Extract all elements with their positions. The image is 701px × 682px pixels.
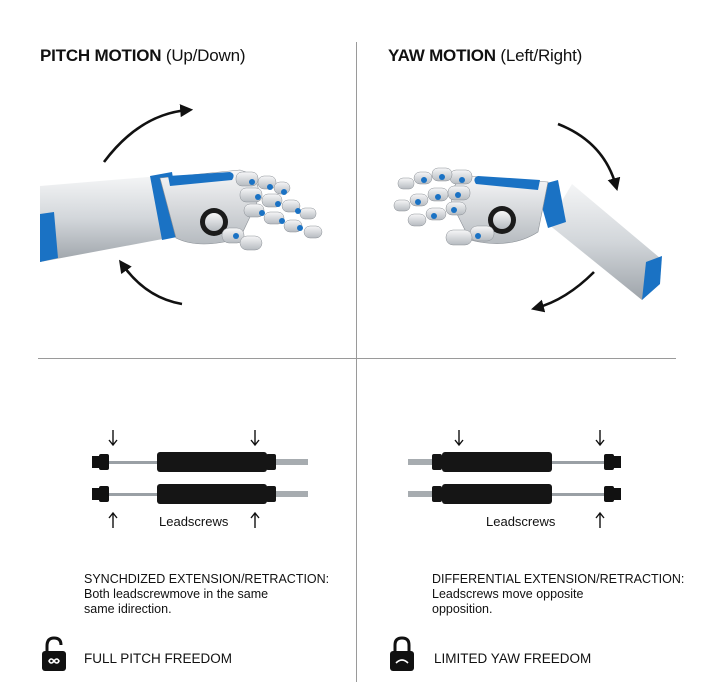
- pitch-description-line: SYNCHDIZED EXTENSION/RETRACTION:: [84, 572, 330, 586]
- pitch-title-light: (Up/Down): [165, 46, 246, 65]
- yaw-title-light: (Left/Right): [500, 46, 583, 65]
- leadscrews-label-right: Leadscrews: [486, 514, 556, 529]
- leadscrew-top-left: [92, 452, 308, 472]
- arrow-up-icon: [108, 511, 118, 528]
- arrow-down-icon: [250, 430, 260, 447]
- horizontal-divider: [38, 358, 676, 359]
- yaw-description-line: DIFFERENTIAL EXTENSION/RETRACTION:: [432, 572, 685, 586]
- robotic-arm-yaw: [393, 167, 662, 300]
- arrow-down-icon: [454, 430, 464, 447]
- pitch-title: PITCH MOTION (Up/Down): [40, 46, 246, 66]
- arrow-up-icon: [250, 511, 260, 528]
- curved-arrow-left-icon: [530, 271, 595, 313]
- arrow-down-icon: [595, 430, 605, 447]
- yaw-title-bold: YAW MOTION: [388, 46, 496, 65]
- yaw-description-line: Leadscrews move opposite: [432, 587, 584, 601]
- yaw-description: DIFFERENTIAL EXTENSION/RETRACTION: Leads…: [432, 572, 685, 617]
- yaw-thumb: [445, 206, 516, 246]
- pitch-description: SYNCHDIZED EXTENSION/RETRACTION: Both le…: [84, 572, 330, 617]
- curved-arrow-up-icon: [102, 104, 194, 163]
- thumb: [200, 208, 263, 251]
- pitch-freedom-label: FULL PITCH FREEDOM: [84, 651, 233, 666]
- curved-arrow-down-icon: [118, 259, 183, 306]
- locked-limited-icon: [390, 636, 414, 671]
- pitch-title-bold: PITCH MOTION: [40, 46, 162, 65]
- vertical-divider: [356, 42, 357, 682]
- leadscrew-bottom-left: [92, 484, 308, 504]
- leadscrew-arrows-right: [454, 430, 605, 528]
- yaw-description-line: opposition.: [432, 602, 493, 616]
- arrow-down-icon: [108, 430, 118, 447]
- leadscrew-top-right: [408, 452, 621, 472]
- pitch-description-line: Both leadscrewmove in the same: [84, 587, 269, 601]
- leadscrew-arrows-left: [108, 430, 260, 528]
- arrow-up-icon: [595, 511, 605, 528]
- leadscrews-label-left: Leadscrews: [159, 514, 229, 529]
- yaw-freedom-label: LIMITED YAW FREEDOM: [434, 651, 592, 666]
- curved-arrow-right-down-icon: [557, 122, 621, 192]
- unlocked-infinity-icon: [42, 636, 66, 671]
- robotic-arm-pitch: [40, 169, 323, 262]
- pitch-description-line: same idirection.: [84, 602, 172, 616]
- leadscrew-bottom-right: [408, 484, 621, 504]
- yaw-title: YAW MOTION (Left/Right): [388, 46, 582, 66]
